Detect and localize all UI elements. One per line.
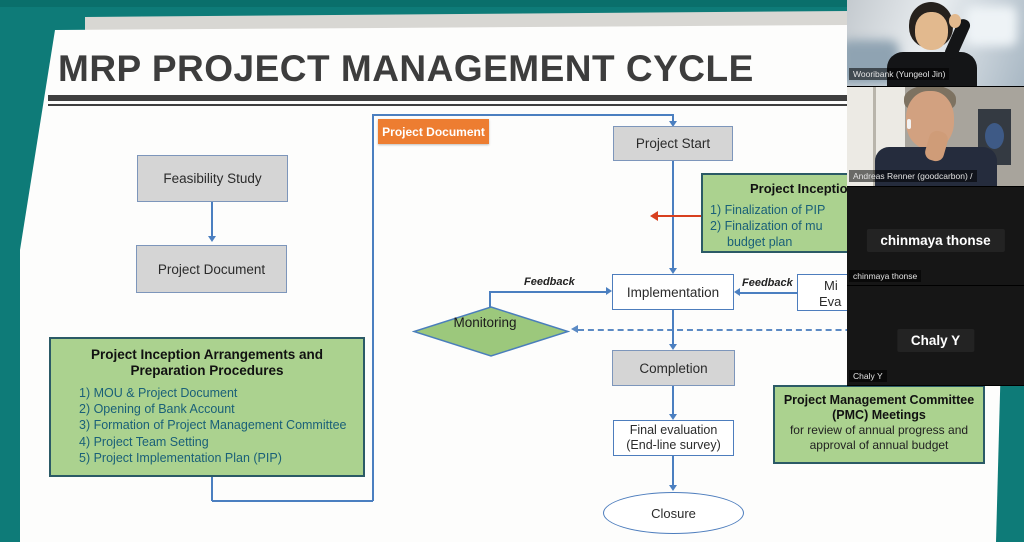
closure-label: Closure [651, 505, 696, 521]
line-completion-to-final [672, 386, 674, 414]
monitoring-label: Monitoring [453, 315, 517, 330]
dashed-feedback-line [578, 329, 1000, 331]
connector-vertical-main [372, 114, 374, 501]
connector-horizontal-bottom [212, 500, 373, 502]
project-document-label: Project Document [157, 261, 266, 277]
feedback-right-label: Feedback [742, 277, 793, 289]
title-rule-thick [48, 95, 1005, 101]
closure-ellipse: Closure [603, 492, 744, 534]
pmc-body1: for review of annual progress and [789, 423, 969, 437]
completion-label: Completion [639, 360, 708, 376]
connector-vertical-left [211, 468, 213, 501]
feedback-right-arrowhead [734, 288, 740, 296]
pmc-title1: Project Management Committee [783, 393, 975, 407]
feedback-right-line [740, 292, 797, 294]
connector-horizontal-top [372, 114, 674, 116]
feasibility-study-box: Feasibility Study [137, 155, 288, 202]
final-evaluation-line2: (End-line survey) [626, 438, 721, 452]
project-inception-item2-cont: budget plan [727, 235, 793, 249]
project-document-tag: Project Document [378, 119, 489, 144]
completion-box: Completion [612, 350, 735, 386]
inception-arrangements-box: Project Inception Arrangements and Prepa… [49, 337, 365, 477]
pmc-meetings-box: Project Management Committee (PMC) Meeti… [773, 385, 985, 464]
project-document-tag-label: Project Document [382, 124, 485, 139]
final-evaluation-box: Final evaluation (End-line survey) [613, 420, 734, 456]
monitoring-stem [489, 291, 491, 307]
inception-arrangements-title2: Preparation Procedures [130, 363, 284, 378]
arrowhead-completion [669, 344, 677, 350]
implementation-box: Implementation [612, 274, 734, 310]
participant1-name-label: Wooribank (Yungeol Jin) [849, 68, 950, 80]
arrowhead-projdoc [208, 236, 216, 242]
arrowhead-into-project-start [669, 121, 677, 127]
midterm-line2: Eva [819, 294, 842, 309]
feedback-left-label: Feedback [524, 276, 575, 288]
midterm-line1: Mi [824, 278, 838, 293]
video-tile-chaly[interactable]: Chaly Y Chaly Y [847, 286, 1024, 386]
monitoring-diamond [412, 306, 570, 357]
video-tile-chinmaya[interactable]: chinmaya thonse chinmaya thonse [847, 187, 1024, 286]
arrowhead-final-eval [669, 414, 677, 420]
arrowhead-closure [669, 485, 677, 491]
pmc-body2: approval of annual budget [809, 438, 949, 452]
participant1-hand [949, 14, 961, 28]
participant1-face [915, 12, 948, 50]
slide-title: MRP PROJECT MANAGEMENT CYCLE [58, 48, 754, 89]
project-inception-title: Project Inception [750, 181, 856, 196]
feedback-left-line [490, 291, 606, 293]
video-tile-andreas[interactable]: Andreas Renner (goodcarbon) / [847, 87, 1024, 187]
implementation-label: Implementation [626, 284, 720, 300]
project-inception-item1: 1) Finalization of PIP [710, 203, 826, 217]
participant2-name-label: Andreas Renner (goodcarbon) / [849, 170, 977, 182]
background-window-blur [965, 6, 1017, 46]
participant3-name-label: chinmaya thonse [849, 270, 922, 282]
dashed-arrowhead [571, 325, 578, 333]
pmc-title2: (PMC) Meetings [832, 408, 926, 422]
red-arrow-line [658, 215, 702, 217]
feedback-left-arrowhead [606, 287, 612, 295]
project-inception-item2: 2) Finalization of mu [710, 219, 823, 233]
video-tile-wooribank[interactable]: Wooribank (Yungeol Jin) [847, 0, 1024, 87]
arrowhead-implementation [669, 268, 677, 274]
top-shade [0, 0, 1024, 7]
project-start-label: Project Start [635, 136, 711, 151]
arrow-feasibility-to-projdoc [211, 202, 213, 236]
project-document-box: Project Document [136, 245, 287, 293]
video-participants-panel: Wooribank (Yungeol Jin) Andreas Renner (… [847, 0, 1024, 386]
inception-arrangements-items: 1) MOU & Project Document 2) Opening of … [79, 386, 347, 465]
window-frame-line [873, 87, 876, 186]
participant4-name-label: Chaly Y [849, 370, 887, 382]
artwork-detail [985, 123, 1004, 149]
participant4-display-name: Chaly Y [896, 329, 975, 352]
inception-arrangements-title1: Project Inception Arrangements and [90, 347, 324, 362]
feasibility-study-label: Feasibility Study [163, 171, 262, 186]
participant2-earbud [907, 119, 911, 129]
red-arrowhead [650, 211, 658, 221]
final-evaluation-line1: Final evaluation [629, 423, 718, 437]
line-final-to-closure [672, 456, 674, 485]
line-impl-to-completion [672, 310, 674, 344]
project-start-box: Project Start [613, 126, 733, 161]
title-rule-thin [48, 104, 1005, 106]
participant3-display-name: chinmaya thonse [866, 229, 1005, 252]
connector-into-start [672, 114, 674, 122]
